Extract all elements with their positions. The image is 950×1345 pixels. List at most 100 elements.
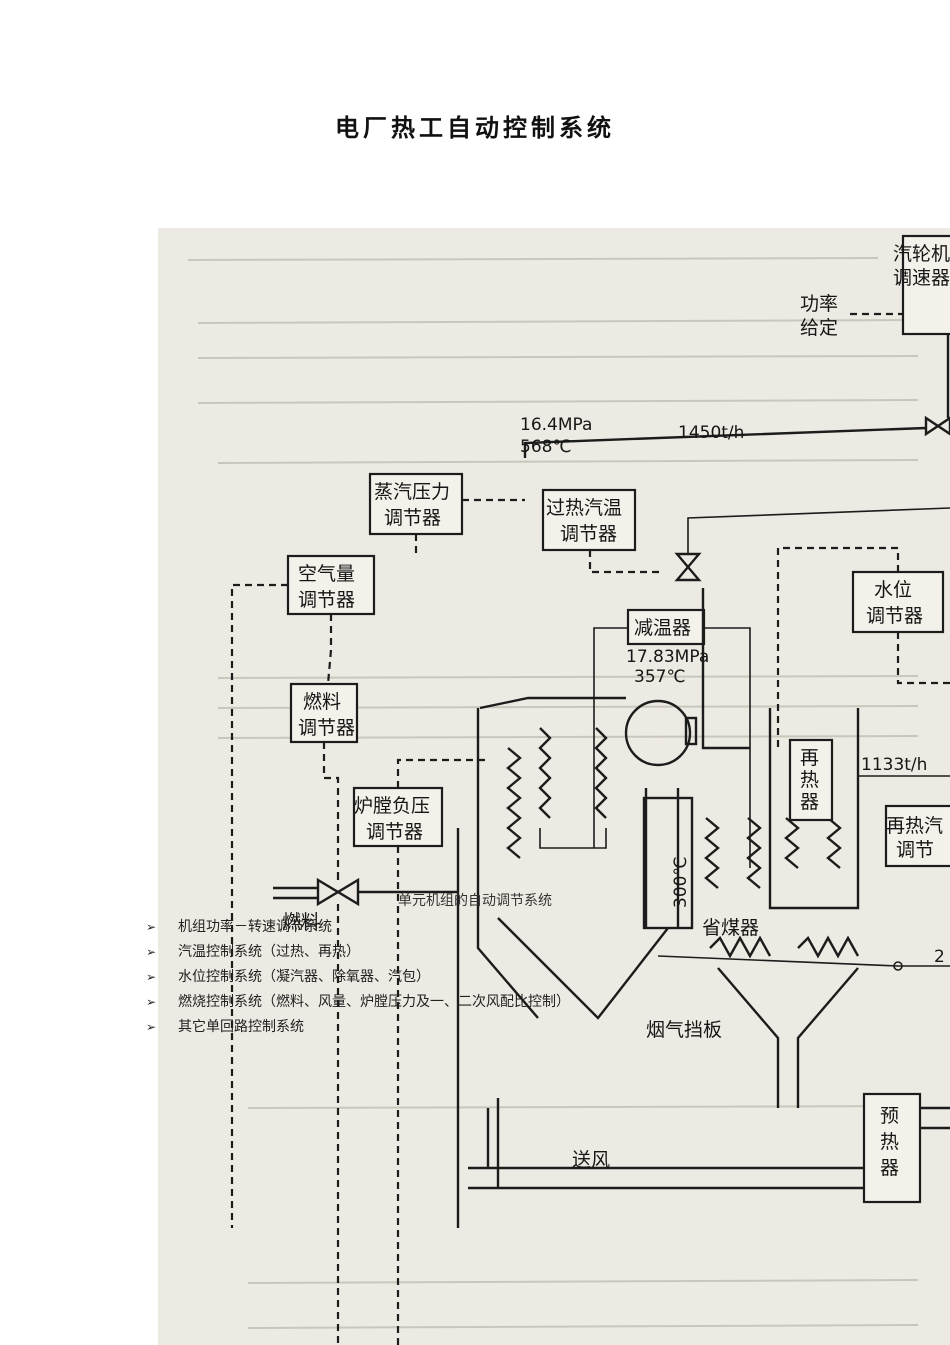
boiler-wall-left xyxy=(456,708,539,1228)
air-supply-label: 送风 xyxy=(572,1149,610,1171)
water-level-output-line xyxy=(896,632,950,685)
list-item-text: 其它单回路控制系统 xyxy=(178,1019,304,1035)
water-level-controller-box xyxy=(851,570,945,634)
turbine-governor-label-1: 汽轮机 xyxy=(893,243,950,265)
flue-hopper xyxy=(717,967,859,1108)
arrow-bullet-icon: ➢ xyxy=(146,920,157,934)
low-temp-coil-2 xyxy=(746,817,762,889)
desuperheater-label: 减温器 xyxy=(634,617,691,639)
fuel-pipe xyxy=(273,886,458,900)
reheat-controller-box xyxy=(884,804,950,868)
steam-pressure-controller-label-1: 蒸汽压力 xyxy=(374,481,450,503)
fuel-inlet-label: 燃料 xyxy=(282,911,320,933)
arrow-bullet-icon: ➢ xyxy=(146,945,157,959)
flue-duct xyxy=(642,796,694,930)
water-level-controller-label-2: 调节器 xyxy=(866,605,923,627)
superheater-coil-1 xyxy=(506,747,522,859)
superheat-signal-line xyxy=(588,550,663,574)
arrow-bullet-icon: ➢ xyxy=(146,1020,157,1034)
reheater-label-3: 器 xyxy=(800,791,819,813)
preheater-label-2: 热 xyxy=(880,1131,899,1153)
arrow-bullet-icon: ➢ xyxy=(146,995,157,1009)
list-item: ➢ 机组功率－转速调节系统 xyxy=(146,915,570,940)
figure-caption: 单元机组的自动调节系统 xyxy=(398,893,552,909)
list-item: ➢ 汽温控制系统（过热、再热） xyxy=(146,940,570,965)
preheater-label-1: 预 xyxy=(880,1105,899,1127)
fuel-controller-box xyxy=(289,682,359,744)
superheat-controller-label-1: 过热汽温 xyxy=(546,497,622,519)
steam-flow-label: 1450t/h xyxy=(678,423,744,443)
air-supply-line xyxy=(486,1098,500,1188)
superheater-coil-3 xyxy=(594,727,608,819)
reheat-flow-label: 1133t/h xyxy=(861,755,927,775)
furnace-signal-line xyxy=(396,758,488,788)
drum-nozzle xyxy=(684,716,698,746)
air-to-fuel-line xyxy=(326,614,333,685)
air-signal-line xyxy=(230,583,288,1228)
list-item: ➢ 燃烧控制系统（燃料、风量、炉膛压力及一、二次风配比控制） xyxy=(146,990,570,1015)
control-system-diagram: 汽轮机 调速器 功率 给定 16.4MPa 568℃ 1450t/h 蒸汽压力 … xyxy=(158,228,950,1345)
turbine-governor-label-2: 调速器 xyxy=(893,267,950,289)
reheater-label-1: 再 xyxy=(800,747,819,769)
preheater-label-3: 器 xyxy=(880,1157,899,1179)
feedwater-line xyxy=(657,955,950,967)
reheater-coil-1 xyxy=(784,817,800,869)
furnace-controller-label-2: 调节器 xyxy=(366,821,423,843)
list-item-text: 汽温控制系统（过热、再热） xyxy=(178,944,360,960)
economizer-label: 省煤器 xyxy=(702,917,759,939)
preheater-box xyxy=(862,1092,922,1204)
water-level-signal-line xyxy=(776,546,900,748)
steam-temp-label: 568℃ xyxy=(520,437,572,457)
air-controller-label-1: 空气量 xyxy=(298,563,355,585)
list-item-text: 燃烧控制系统（燃料、风量、炉膛压力及一、二次风配比控制） xyxy=(178,994,570,1010)
drum-temp-label: 357℃ xyxy=(634,667,686,687)
low-temp-coil-1 xyxy=(704,817,720,889)
economizer-coil xyxy=(709,935,860,959)
power-setpoint-label-2: 给定 xyxy=(800,317,838,339)
feedwater-node-icon xyxy=(893,961,903,971)
flue-temp-label: 300℃ xyxy=(671,856,691,908)
desuperheater-line xyxy=(593,627,751,868)
superheat-controller-label-2: 调节器 xyxy=(560,523,617,545)
list-item-text: 水位控制系统（凝汽器、除氧器、汽包） xyxy=(178,969,430,985)
superheat-branch-line xyxy=(687,507,950,554)
boiler-roof xyxy=(479,696,626,710)
water-level-controller-label-1: 水位 xyxy=(874,579,912,601)
reheater-box xyxy=(788,738,834,822)
furnace-controller-box xyxy=(352,786,444,848)
power-setpoint-label-1: 功率 xyxy=(800,293,838,315)
list-item: ➢ 其它单回路控制系统 xyxy=(146,1015,570,1040)
fuel-signal-line xyxy=(322,742,340,873)
steam-pressure-controller-label-2: 调节器 xyxy=(384,507,441,529)
main-steam-line xyxy=(523,426,927,458)
flue-damper-label: 烟气挡板 xyxy=(646,1019,722,1041)
list-item-text: 机组功率－转速调节系统 xyxy=(178,919,332,935)
fuel-valve-icon xyxy=(316,877,360,907)
furnace-controller-label-1: 炉膛负压 xyxy=(354,795,430,817)
superheater-coil-2 xyxy=(538,727,552,819)
reheat-controller-label-1: 再热汽 xyxy=(886,815,943,837)
steam-pressure-label: 16.4MPa xyxy=(520,415,592,435)
reheater-label-2: 热 xyxy=(800,769,819,791)
diagram-svg: 汽轮机 调速器 功率 给定 16.4MPa 568℃ 1450t/h 蒸汽压力 … xyxy=(187,234,950,1345)
fuel-controller-label-2: 调节器 xyxy=(298,717,355,739)
superheat-valve-icon xyxy=(674,552,702,582)
feedwater-mark-label: 2 xyxy=(934,947,945,967)
air-controller-label-2: 调节器 xyxy=(298,589,355,611)
turbine-valve-icon xyxy=(924,415,950,437)
boiler-hopper xyxy=(497,917,669,1020)
turbine-governor-box xyxy=(901,234,950,336)
right-flue-duct xyxy=(701,588,860,910)
drum-pressure-label: 17.83MPa xyxy=(626,647,709,667)
reheater-coil-2 xyxy=(826,817,842,869)
preheater-flow-lines xyxy=(468,1106,950,1190)
fuel-controller-label-1: 燃料 xyxy=(303,691,341,713)
list-item: ➢ 水位控制系统（凝汽器、除氧器、汽包） xyxy=(146,965,570,990)
arrow-bullet-icon: ➢ xyxy=(146,970,157,984)
bullet-list: ➢ 机组功率－转速调节系统 ➢ 汽温控制系统（过热、再热） ➢ 水位控制系统（凝汽器、… xyxy=(146,915,570,1040)
page-title: 电厂热工自动控制系统 xyxy=(335,114,615,142)
superheater-loop xyxy=(539,828,607,849)
reheat-controller-label-2: 调节 xyxy=(896,839,934,861)
boiler-wall-right xyxy=(644,788,680,928)
steam-drum-icon xyxy=(624,699,692,767)
